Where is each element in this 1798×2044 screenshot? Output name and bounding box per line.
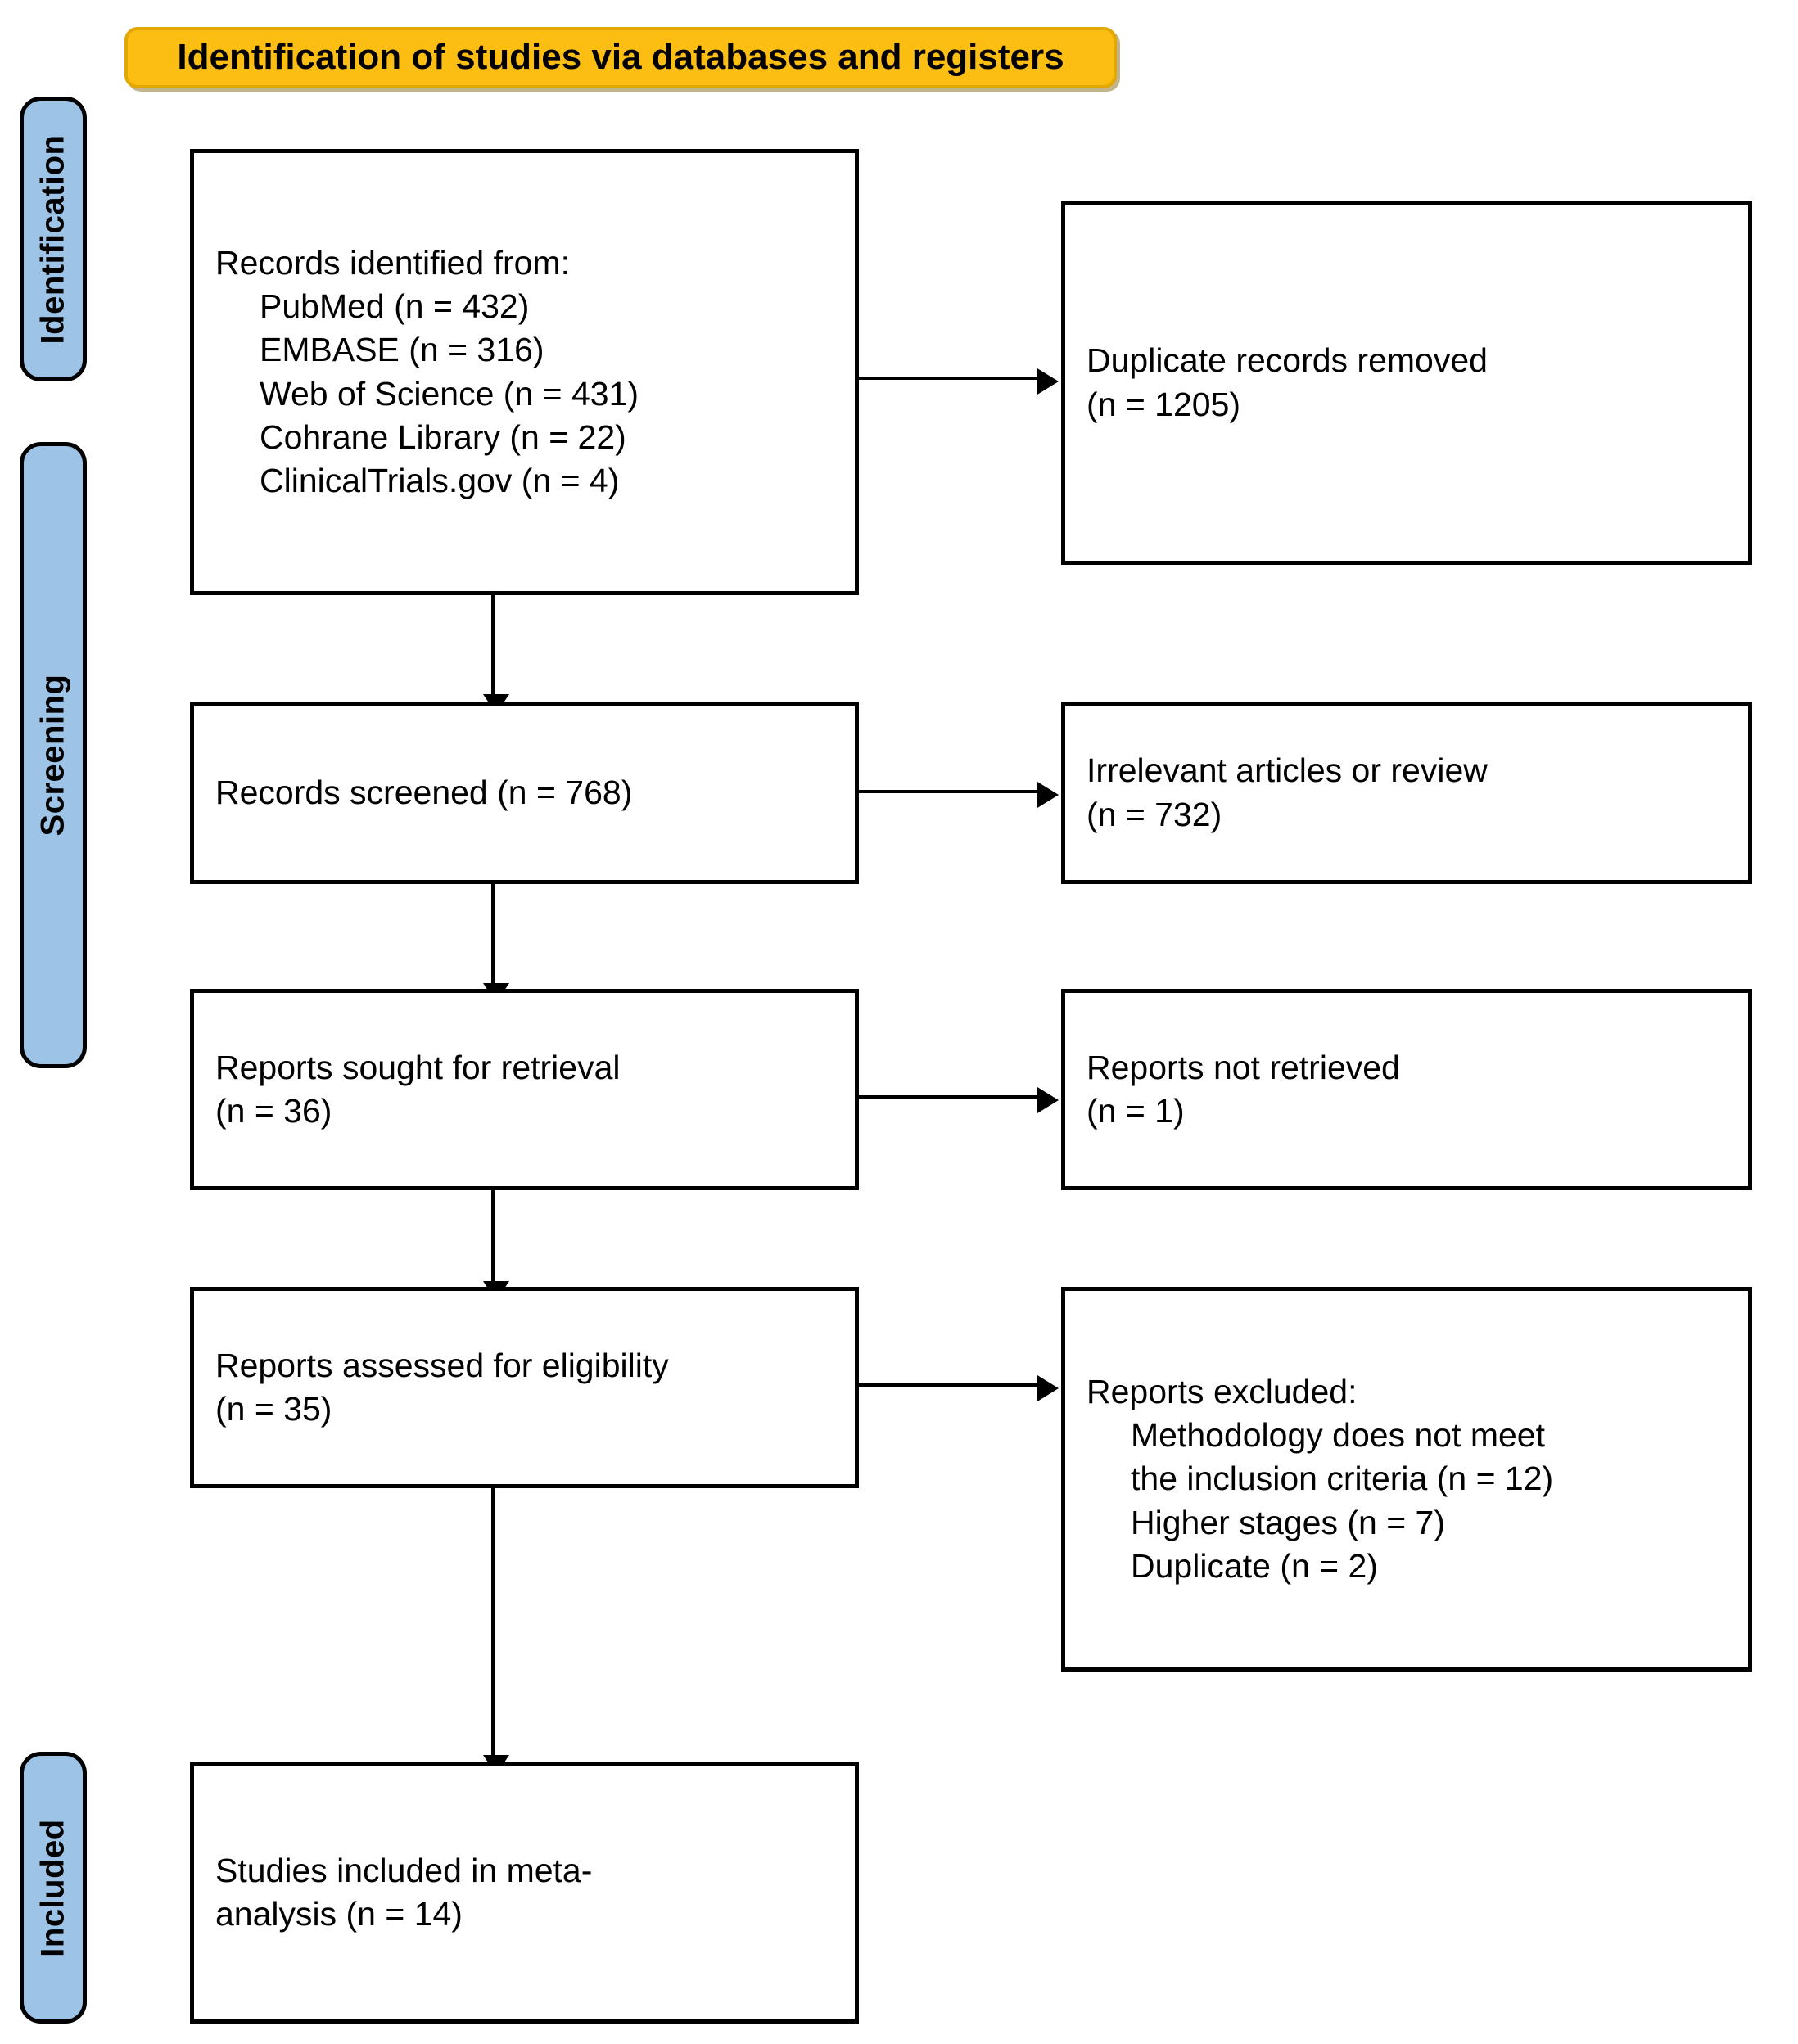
reports-excluded-reason-methodology-1: Methodology does not meet [1131, 1416, 1545, 1455]
duplicates-removed-line-2: (n = 1205) [1086, 385, 1241, 423]
studies-included-line-2: analysis (n = 14) [215, 1895, 463, 1933]
stage-pill-identification: Identification [20, 97, 87, 381]
arrow-sought-to-not-retrieved [859, 1087, 1059, 1113]
reports-assessed-line-2: (n = 35) [215, 1390, 332, 1428]
box-duplicate-records-removed: Duplicate records removed (n = 1205) [1061, 201, 1752, 565]
arrow-identified-to-duplicates [859, 368, 1059, 395]
box-studies-included: Studies included in meta- analysis (n = … [190, 1762, 859, 2024]
box-reports-excluded: Reports excluded: Methodology does not m… [1061, 1287, 1752, 1672]
arrow-sought-to-assessed [483, 1190, 509, 1301]
irrelevant-excluded-line-2: (n = 732) [1086, 795, 1222, 833]
header-banner: Identification of studies via databases … [124, 27, 1117, 88]
arrow-identified-to-screened [483, 595, 509, 714]
records-identified-source-embase: EMBASE (n = 316) [260, 331, 544, 369]
box-reports-not-retrieved: Reports not retrieved (n = 1) [1061, 989, 1752, 1190]
reports-excluded-title: Reports excluded: [1086, 1372, 1358, 1410]
records-screened-line-1: Records screened (n = 768) [215, 773, 633, 811]
records-identified-source-clinicaltrials: ClinicalTrials.gov (n = 4) [260, 462, 620, 500]
header-title: Identification of studies via databases … [177, 37, 1064, 78]
records-identified-title: Records identified from: [215, 243, 570, 282]
studies-included-line-1: Studies included in meta- [215, 1851, 593, 1889]
irrelevant-excluded-line-1: Irrelevant articles or review [1086, 751, 1488, 790]
reports-excluded-reason-duplicate: Duplicate (n = 2) [1131, 1546, 1378, 1585]
stage-pill-screening: Screening [20, 442, 87, 1068]
records-identified-source-web-of-science: Web of Science (n = 431) [260, 374, 639, 413]
stage-label-included: Included [34, 1818, 71, 1957]
arrow-assessed-to-excluded [859, 1375, 1059, 1401]
stage-label-screening: Screening [34, 674, 71, 837]
arrow-screened-to-sought [483, 884, 509, 1003]
box-records-identified: Records identified from: PubMed (n = 432… [190, 149, 859, 595]
box-irrelevant-excluded: Irrelevant articles or review (n = 732) [1061, 702, 1752, 884]
records-identified-source-pubmed: PubMed (n = 432) [260, 287, 530, 325]
reports-not-retrieved-line-2: (n = 1) [1086, 1092, 1185, 1130]
box-reports-assessed: Reports assessed for eligibility (n = 35… [190, 1287, 859, 1488]
box-records-screened: Records screened (n = 768) [190, 702, 859, 884]
reports-excluded-reason-higher-stages: Higher stages (n = 7) [1131, 1503, 1445, 1541]
arrow-screened-to-irrelevant [859, 782, 1059, 808]
reports-sought-line-1: Reports sought for retrieval [215, 1048, 621, 1086]
reports-assessed-line-1: Reports assessed for eligibility [215, 1346, 669, 1384]
reports-excluded-reason-methodology-2: the inclusion criteria (n = 12) [1131, 1460, 1554, 1498]
reports-sought-line-2: (n = 36) [215, 1092, 332, 1130]
stage-pill-included: Included [20, 1752, 87, 2024]
records-identified-source-cochrane: Cohrane Library (n = 22) [260, 417, 626, 456]
arrow-assessed-to-included [483, 1488, 509, 1775]
stage-label-identification: Identification [34, 134, 71, 344]
duplicates-removed-line-1: Duplicate records removed [1086, 341, 1488, 380]
box-reports-sought: Reports sought for retrieval (n = 36) [190, 989, 859, 1190]
reports-not-retrieved-line-1: Reports not retrieved [1086, 1048, 1400, 1086]
